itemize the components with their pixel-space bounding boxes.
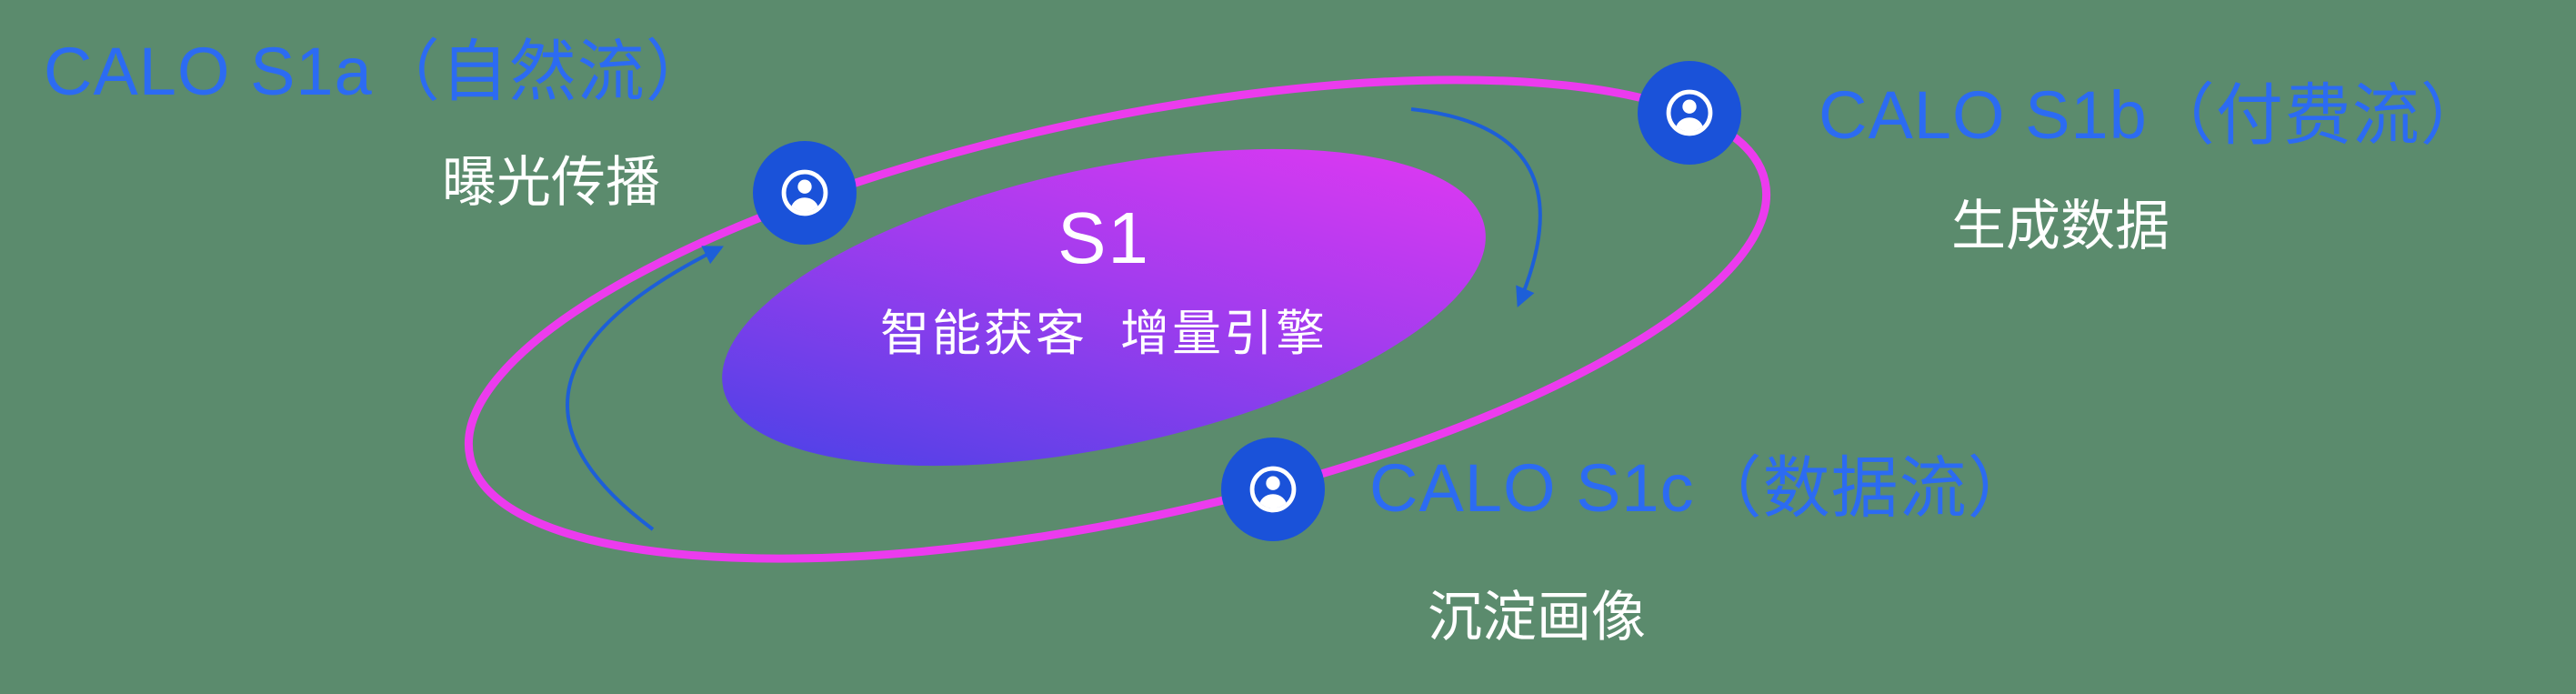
label-s1a-title: CALO S1a（自然流） — [44, 34, 714, 109]
person-icon — [1659, 82, 1720, 144]
node-s1b — [1638, 61, 1741, 165]
node-s1c — [1221, 438, 1325, 541]
flow-arrow-top — [1410, 107, 1542, 308]
core-title: S1 — [1057, 197, 1150, 278]
core-text: S1 智能获客 增量引擎 — [880, 202, 1328, 365]
node-s1a — [753, 141, 857, 245]
person-icon — [1242, 458, 1304, 520]
label-s1c-subtitle: 沉淀画像 — [1428, 587, 1646, 648]
orbit-ring — [464, 75, 1771, 563]
flow-arrow-left — [566, 246, 724, 531]
label-s1c-title: CALO S1c（数据流） — [1369, 450, 2036, 526]
core-subtitle: 智能获客 增量引擎 — [879, 307, 1328, 361]
person-icon — [774, 162, 836, 224]
label-s1a-subtitle: 曝光传播 — [442, 152, 660, 213]
core-ellipse — [722, 148, 1486, 467]
label-s1b-subtitle: 生成数据 — [1951, 196, 2170, 256]
label-s1b-title: CALO S1b（付费流） — [1819, 77, 2489, 153]
